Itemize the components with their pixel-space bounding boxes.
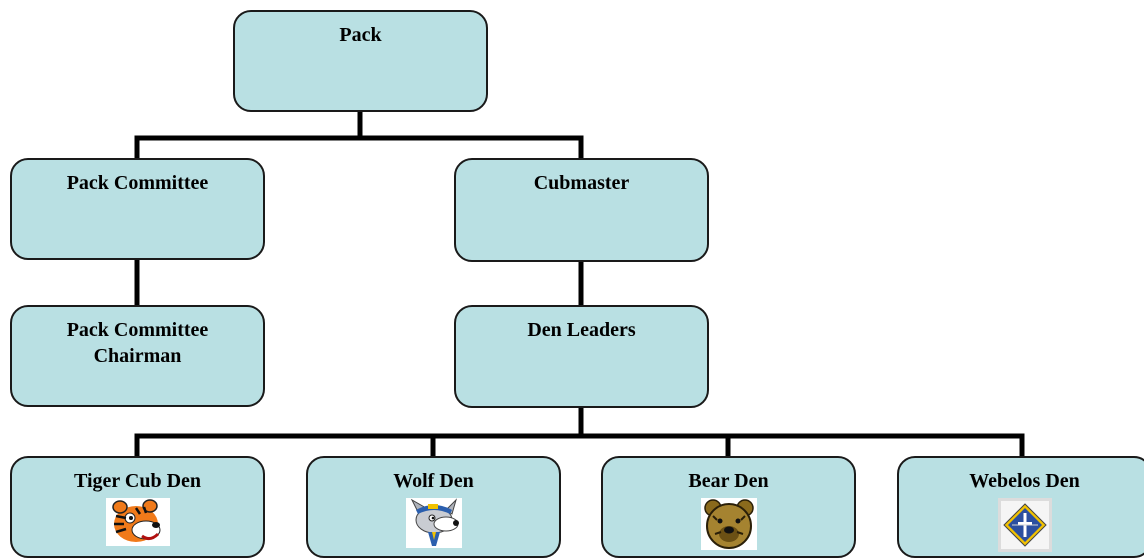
node-pack-committee-chairman-label: Pack Committee Chairman: [66, 319, 209, 367]
node-tiger-cub-den: Tiger Cub Den: [10, 456, 265, 558]
node-pack: Pack: [233, 10, 488, 112]
node-den-leaders-label: Den Leaders: [527, 319, 636, 341]
bear-icon: [700, 498, 757, 550]
wolf-icon: [405, 498, 462, 548]
node-bear-den: Bear Den: [601, 456, 856, 558]
node-pack-label: Pack: [339, 24, 382, 46]
node-webelos-den-label: Webelos Den: [969, 470, 1080, 492]
node-webelos-den: Webelos Den: [897, 456, 1144, 558]
node-wolf-den: Wolf Den: [306, 456, 561, 558]
webelos-emblem-icon: [997, 498, 1052, 552]
node-cubmaster-label: Cubmaster: [533, 172, 630, 194]
node-tiger-cub-den-label: Tiger Cub Den: [73, 470, 202, 492]
node-cubmaster: Cubmaster: [454, 158, 709, 262]
node-pack-committee-chairman: Pack Committee Chairman: [10, 305, 265, 407]
node-wolf-den-label: Wolf Den: [393, 470, 474, 492]
node-den-leaders: Den Leaders: [454, 305, 709, 408]
node-pack-committee-label: Pack Committee: [66, 172, 209, 194]
node-pack-committee: Pack Committee: [10, 158, 265, 260]
tiger-icon: [105, 498, 170, 546]
node-bear-den-label: Bear Den: [688, 470, 769, 492]
